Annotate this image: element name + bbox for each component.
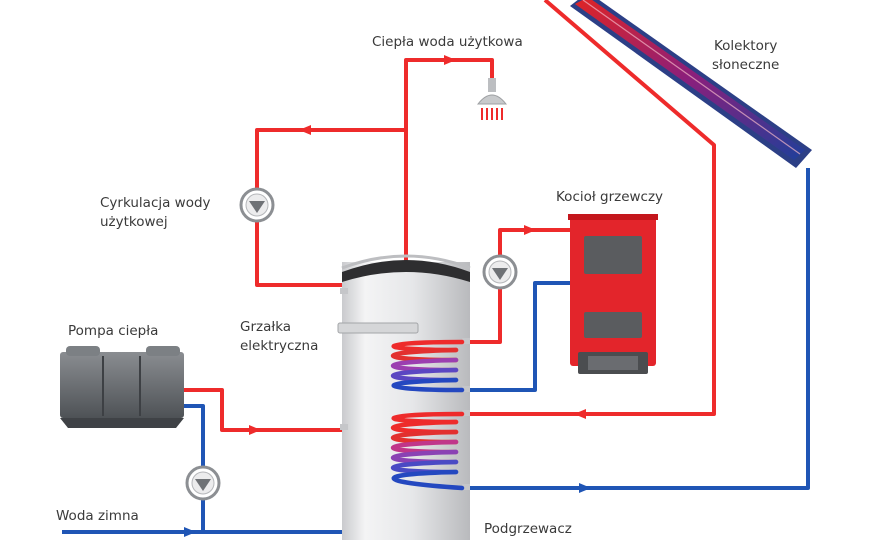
label-cold-water: Woda zimna [56,507,139,526]
label-collectors: Kolektory słoneczne [712,37,779,75]
label-preheater: Podgrzewacz [484,520,572,539]
circulation-pump-icon [239,187,275,223]
heater-text-2: elektryczna [240,338,319,354]
label-circulation: Cyrkulacja wody użytkowej [100,194,211,232]
boiler [568,214,658,374]
collectors-text-1: Kolektory [713,38,778,54]
circulation-pump-icon [482,254,518,290]
label-electric-heater: Grzałka elektryczna [240,318,318,356]
solar-collector [570,0,812,168]
label-heat-pump: Pompa ciepła [68,322,158,341]
label-boiler: Kocioł grzewczy [556,188,663,207]
heat-pump-text: Pompa ciepła [68,323,159,339]
label-hot-water: Ciepła woda użytkowa [372,33,523,52]
heat-pump [60,346,184,428]
circulation-text-2: użytkowej [100,214,168,230]
circulation-text-1: Cyrkulacja wody [100,195,211,211]
circulation-pump-icon [185,465,221,501]
boiler-text: Kocioł grzewczy [556,189,664,205]
heater-text-1: Grzałka [240,319,292,335]
collectors-text-2: słoneczne [712,57,780,73]
preheater-text: Podgrzewacz [484,521,572,537]
shower-head-icon [476,78,508,120]
storage-tank [337,254,471,540]
cold-water-text: Woda zimna [56,508,139,524]
hot-water-text: Ciepła woda użytkowa [372,34,523,50]
